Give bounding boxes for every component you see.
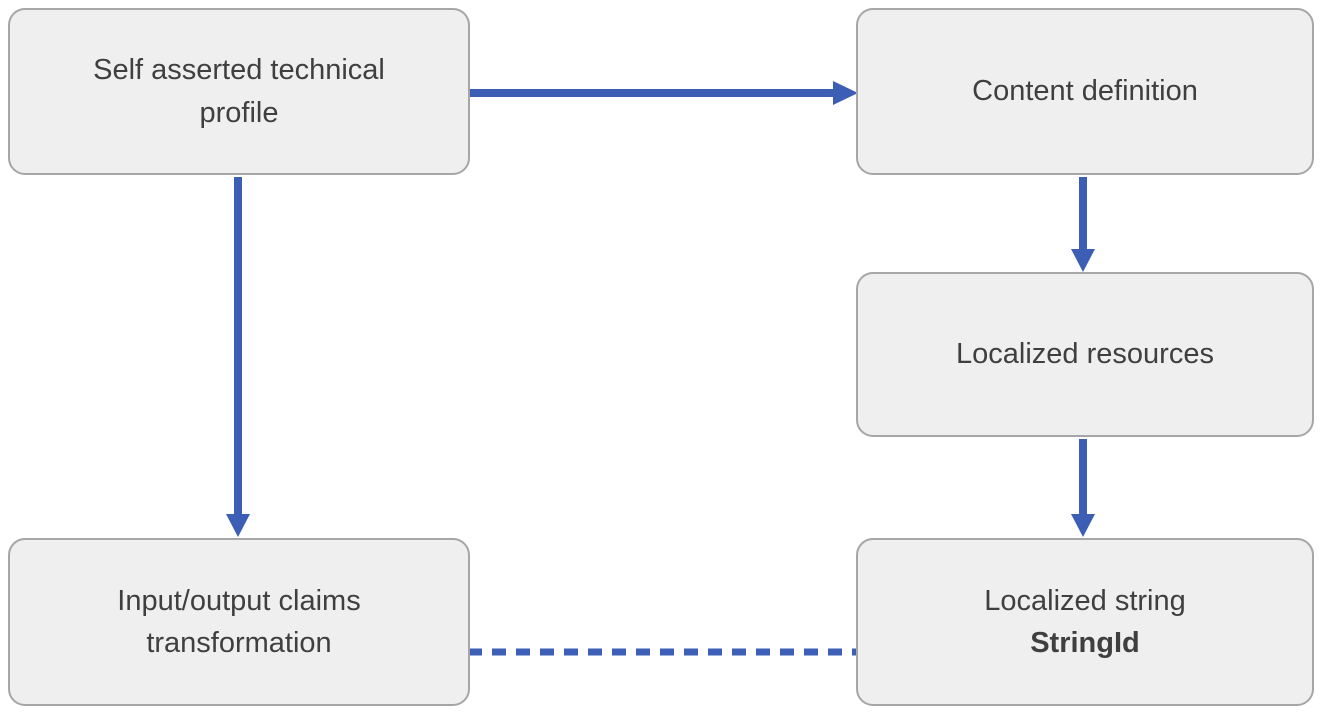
arrow-self-asserted-to-claims-transformation	[226, 177, 250, 537]
node-self-asserted-technical-profile: Self asserted technical profile	[8, 8, 470, 175]
node-content-definition: Content definition	[856, 8, 1314, 175]
node-label: Content definition	[972, 75, 1198, 108]
string-id-label: StringId	[1030, 627, 1140, 659]
node-label: Localized string StringId	[984, 580, 1186, 664]
arrow-content-definition-to-localized-resources	[1071, 177, 1095, 272]
arrow-self-asserted-to-content-definition	[470, 81, 858, 105]
node-label: Input/output claims transformation	[117, 584, 361, 659]
node-label: Localized resources	[956, 338, 1214, 371]
node-localized-string: Localized string StringId	[856, 538, 1314, 706]
arrow-localized-resources-to-localized-string	[1071, 439, 1095, 537]
localized-string-label: Localized string	[984, 584, 1186, 617]
node-localized-resources: Localized resources	[856, 272, 1314, 437]
node-input-output-claims-transformation: Input/output claims transformation	[8, 538, 470, 706]
node-label: Self asserted technical profile	[93, 54, 385, 129]
